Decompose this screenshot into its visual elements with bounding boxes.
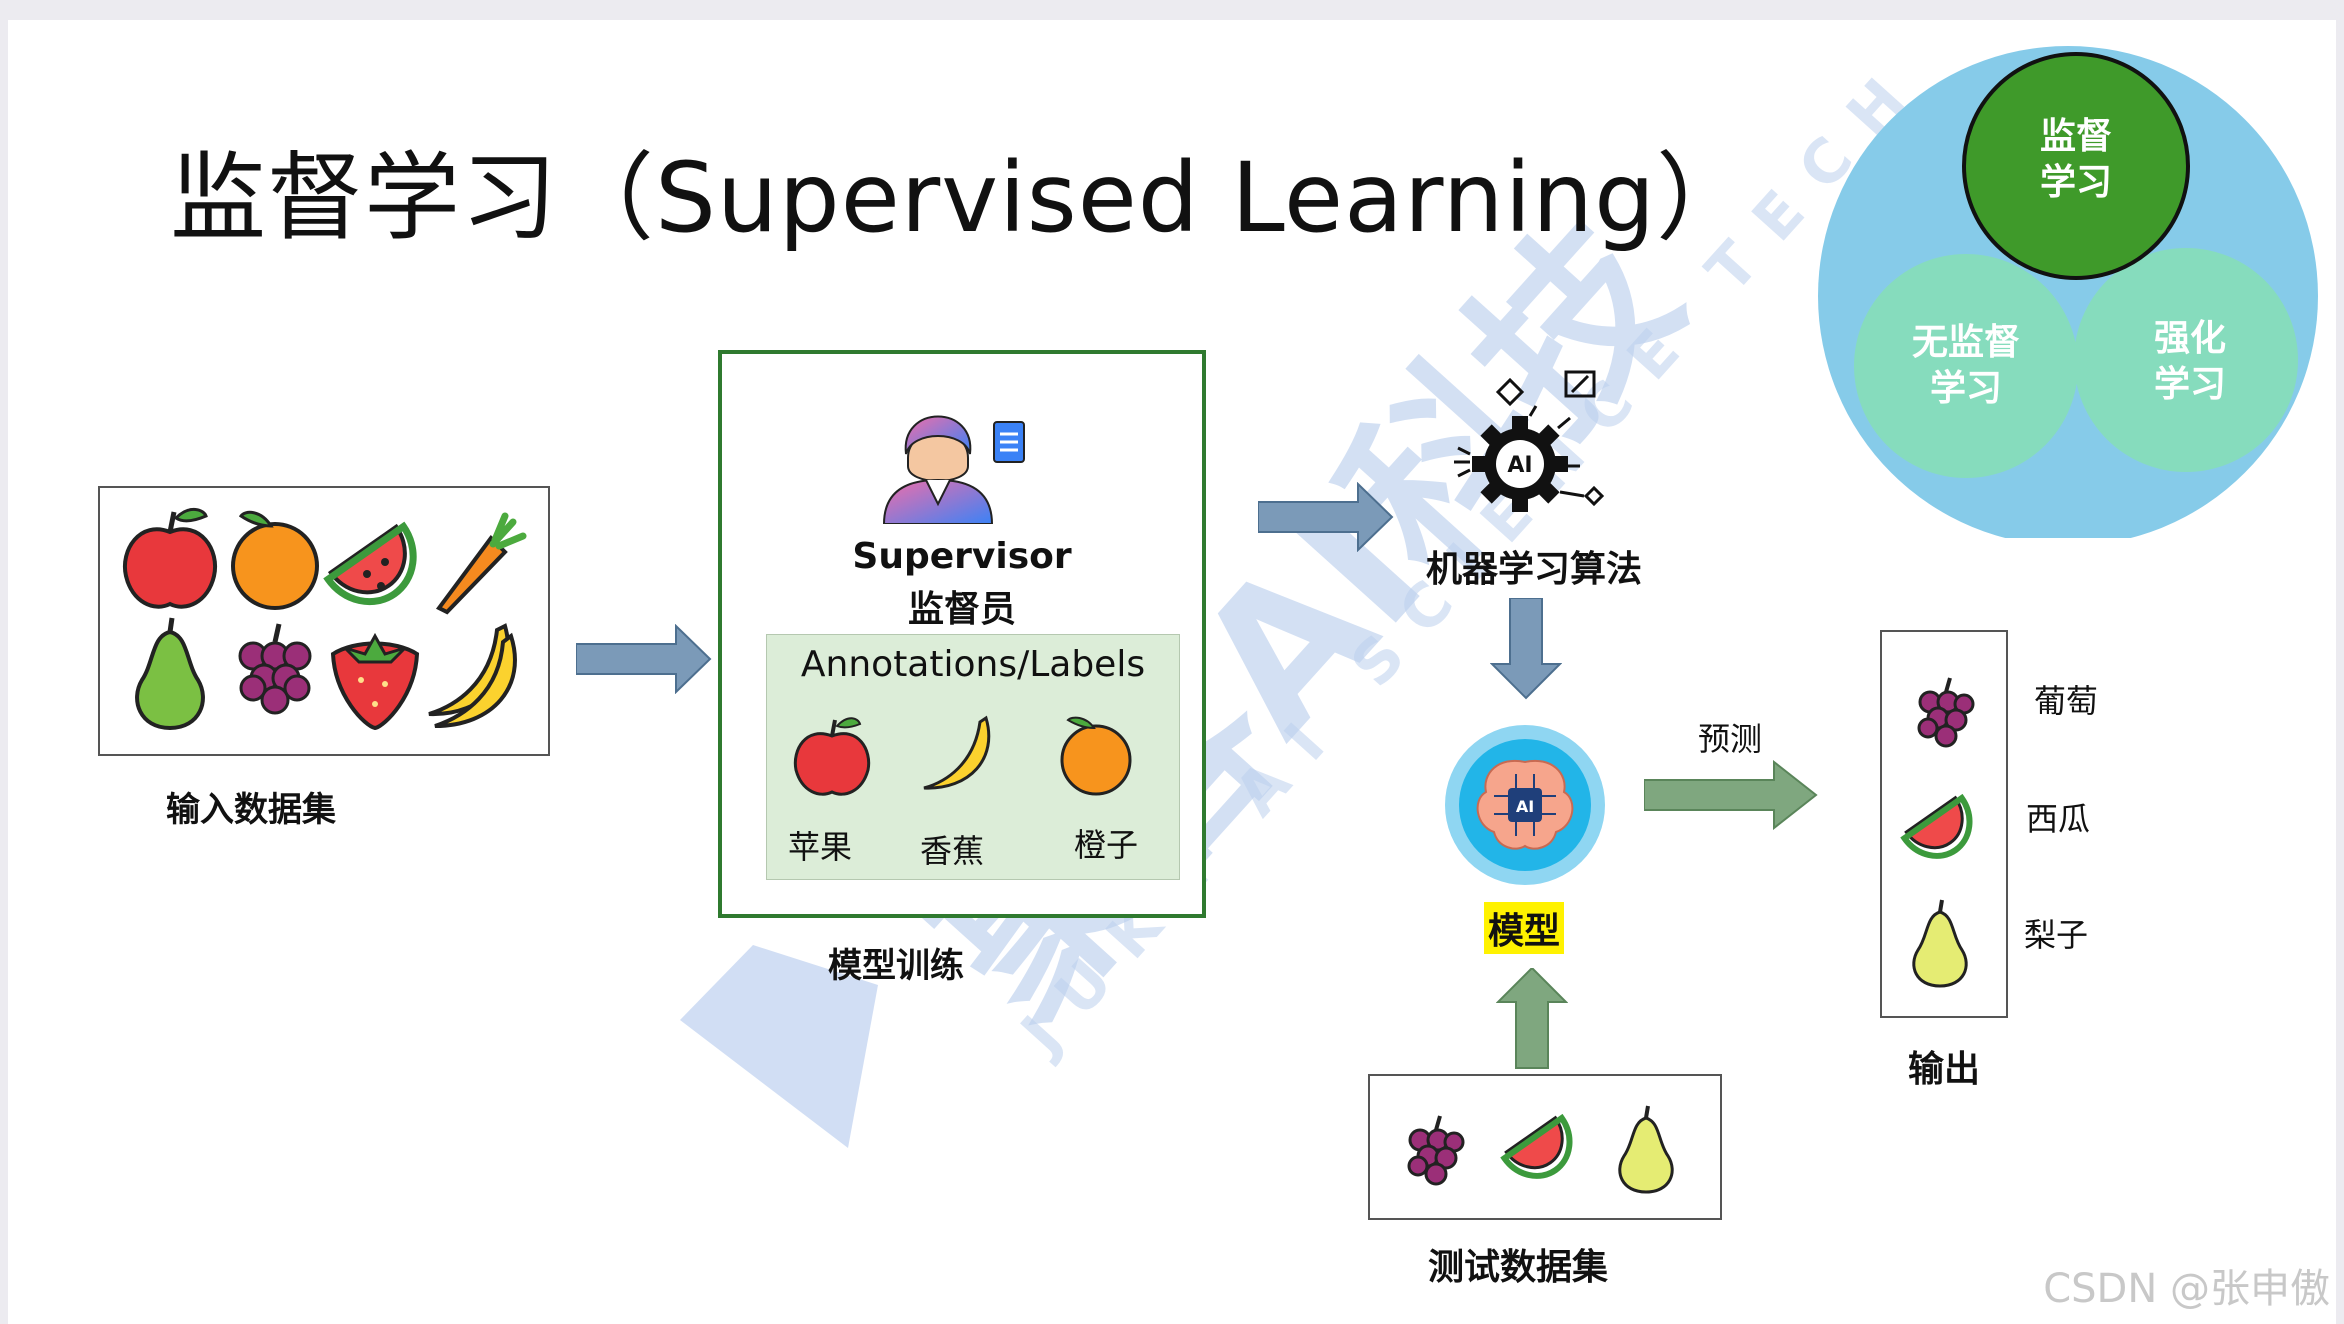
- model-brain-icon: AI: [1442, 722, 1608, 888]
- watermelon-icon: [1500, 1113, 1573, 1179]
- input-dataset-box: [98, 486, 550, 756]
- venn-supervised-line1: 监督: [2039, 116, 2112, 157]
- venn-reinforcement-line1: 强化: [2153, 318, 2226, 359]
- output-label: 输出: [1908, 1049, 1981, 1090]
- arrow-right-icon: [1644, 760, 1820, 830]
- apple-icon: [793, 717, 871, 796]
- input-dataset-label: 输入数据集: [166, 790, 336, 830]
- banana-icon: [923, 715, 991, 790]
- arrow-down-icon: [1490, 598, 1562, 700]
- venn-unsupervised-line2: 学习: [1929, 368, 2002, 409]
- csdn-footer: CSDN @张申傲: [2043, 1266, 2330, 1312]
- grapes-icon: [1407, 1115, 1465, 1186]
- watermelon-icon: [1900, 793, 1973, 859]
- strawberry-icon: [330, 632, 420, 731]
- output-box: [1880, 630, 2008, 1018]
- fruit-grid: [122, 508, 527, 731]
- ai-gear-icon: AI: [1448, 366, 1608, 516]
- output-label-watermelon: 西瓜: [2026, 800, 2091, 838]
- model-training-label: 模型训练: [828, 946, 964, 986]
- annotation-label-orange: 橙子: [1074, 826, 1139, 864]
- svg-text:AI: AI: [1507, 453, 1532, 478]
- output-label-pear: 梨子: [2024, 916, 2089, 954]
- grapes-icon: [1917, 677, 1975, 748]
- banana-icon: [428, 623, 517, 728]
- annotation-fruits: [793, 715, 1132, 796]
- supervisor-en-label: Supervisor: [852, 536, 1072, 577]
- slide: 聚客AI科技 JUKE AI SCIENCE TECH 监督学习（Supervi…: [8, 20, 2336, 1324]
- output-fruits: [1900, 677, 1975, 988]
- orange-icon: [231, 510, 319, 610]
- supervisor-cn-label: 监督员: [907, 589, 1016, 630]
- predict-label: 预测: [1698, 720, 1763, 758]
- apple-icon: [122, 508, 218, 609]
- page-title: 监督学习（Supervised Learning）: [170, 142, 1754, 254]
- supervisor-icon: [878, 374, 1038, 524]
- arrow-right-icon: [576, 624, 714, 694]
- venn-supervised-line2: 学习: [2039, 162, 2112, 203]
- arrow-right-icon: [1258, 482, 1396, 552]
- annotations-title: Annotations/Labels: [800, 644, 1146, 685]
- test-dataset-label: 测试数据集: [1428, 1247, 1609, 1288]
- watermelon-icon: [323, 521, 417, 606]
- model-label: 模型: [1484, 902, 1565, 954]
- output-label-grape: 葡萄: [2034, 682, 2099, 720]
- pear-icon: [1912, 899, 1968, 988]
- pear-icon: [1618, 1105, 1674, 1194]
- venn-unsupervised-line1: 无监督: [1911, 322, 2020, 363]
- arrow-up-icon: [1496, 968, 1568, 1070]
- annotation-label-banana: 香蕉: [920, 832, 985, 870]
- algorithm-label: 机器学习算法: [1426, 549, 1643, 590]
- grapes-icon: [238, 623, 312, 715]
- annotation-label-apple: 苹果: [788, 828, 853, 866]
- venn-reinforcement-line2: 学习: [2153, 364, 2226, 405]
- venn-diagram: 监督 学习 无监督 学习 强化 学习: [1816, 34, 2320, 546]
- orange-icon: [1060, 716, 1132, 796]
- test-fruits: [1407, 1105, 1674, 1194]
- svg-text:AI: AI: [1516, 797, 1534, 816]
- pear-icon: [135, 617, 205, 731]
- test-dataset-box: [1368, 1074, 1722, 1220]
- carrot-icon: [435, 512, 527, 615]
